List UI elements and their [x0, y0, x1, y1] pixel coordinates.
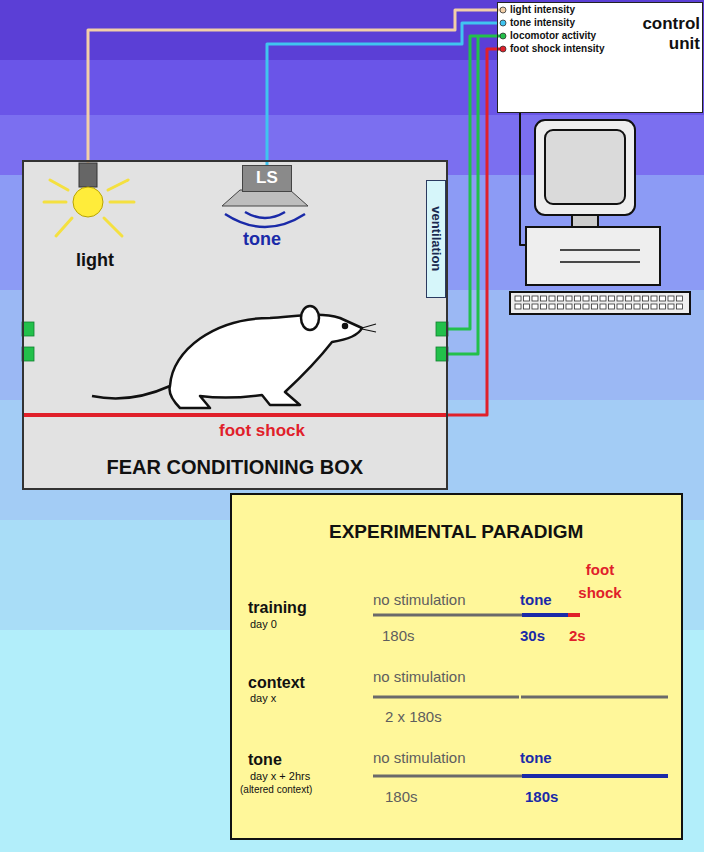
- control-unit: light intensitytone intensitylocomotor a…: [497, 2, 703, 113]
- phase-label: training: [248, 598, 307, 617]
- control-unit-fill: [497, 2, 703, 113]
- duration-label: 180s: [382, 627, 415, 645]
- wires: [24, 10, 526, 415]
- tone-wire: [267, 23, 497, 165]
- box-fill: [22, 160, 448, 490]
- period-label: tone: [520, 749, 552, 767]
- fear-conditioning-box: LS ventilation light tone foot shockFEAR CON…: [22, 160, 448, 490]
- channel-label: locomotor activity: [510, 30, 596, 42]
- foot-shock-label: foot shock: [219, 421, 305, 441]
- control-dots: [500, 7, 506, 52]
- mouse: [92, 306, 376, 408]
- paradigm-fill: [230, 493, 683, 840]
- period-label: no stimulation: [373, 668, 466, 686]
- day-label: day x + 2hrs: [250, 770, 310, 783]
- ventilation-label: ventilation: [428, 206, 444, 271]
- period-label: tone: [520, 591, 552, 609]
- panel-title: EXPERIMENTAL PARADIGM: [329, 521, 583, 544]
- day-label: day x: [250, 692, 276, 705]
- duration-label: 30s: [520, 627, 545, 645]
- speaker: [222, 190, 308, 227]
- speaker-label: LS: [256, 168, 278, 188]
- ventilation-box: ventilation: [426, 180, 446, 298]
- stimulus-label: foot shock: [574, 559, 626, 604]
- period-label: no stimulation: [373, 749, 466, 767]
- control-unit-title: control unit: [620, 14, 700, 53]
- duration-label: 180s: [525, 788, 558, 806]
- duration-label: 2s: [569, 627, 586, 645]
- duration-label: 180s: [385, 788, 418, 806]
- paradigm-panel: EXPERIMENTAL PARADIGMfoot shocktrainingd…: [230, 493, 683, 840]
- channel-label: light intensity: [510, 4, 575, 16]
- speaker-box: LS: [242, 165, 292, 192]
- phase-label: tone: [248, 750, 282, 769]
- duration-label: 2 x 180s: [385, 708, 442, 726]
- day-label: day 0: [250, 618, 277, 631]
- computer: [510, 120, 690, 314]
- phase-label: context: [248, 673, 305, 692]
- period-label: no stimulation: [373, 591, 466, 609]
- tone-label: tone: [243, 229, 281, 251]
- channel-label: foot shock intensity: [510, 43, 604, 55]
- light-bulb: [44, 163, 134, 236]
- box-title: FEAR CONDITIONING BOX: [107, 455, 364, 479]
- context-note: (altered context): [240, 784, 312, 796]
- timeline-bars: [373, 615, 668, 776]
- light-label: light: [76, 250, 114, 272]
- channel-label: tone intensity: [510, 17, 575, 29]
